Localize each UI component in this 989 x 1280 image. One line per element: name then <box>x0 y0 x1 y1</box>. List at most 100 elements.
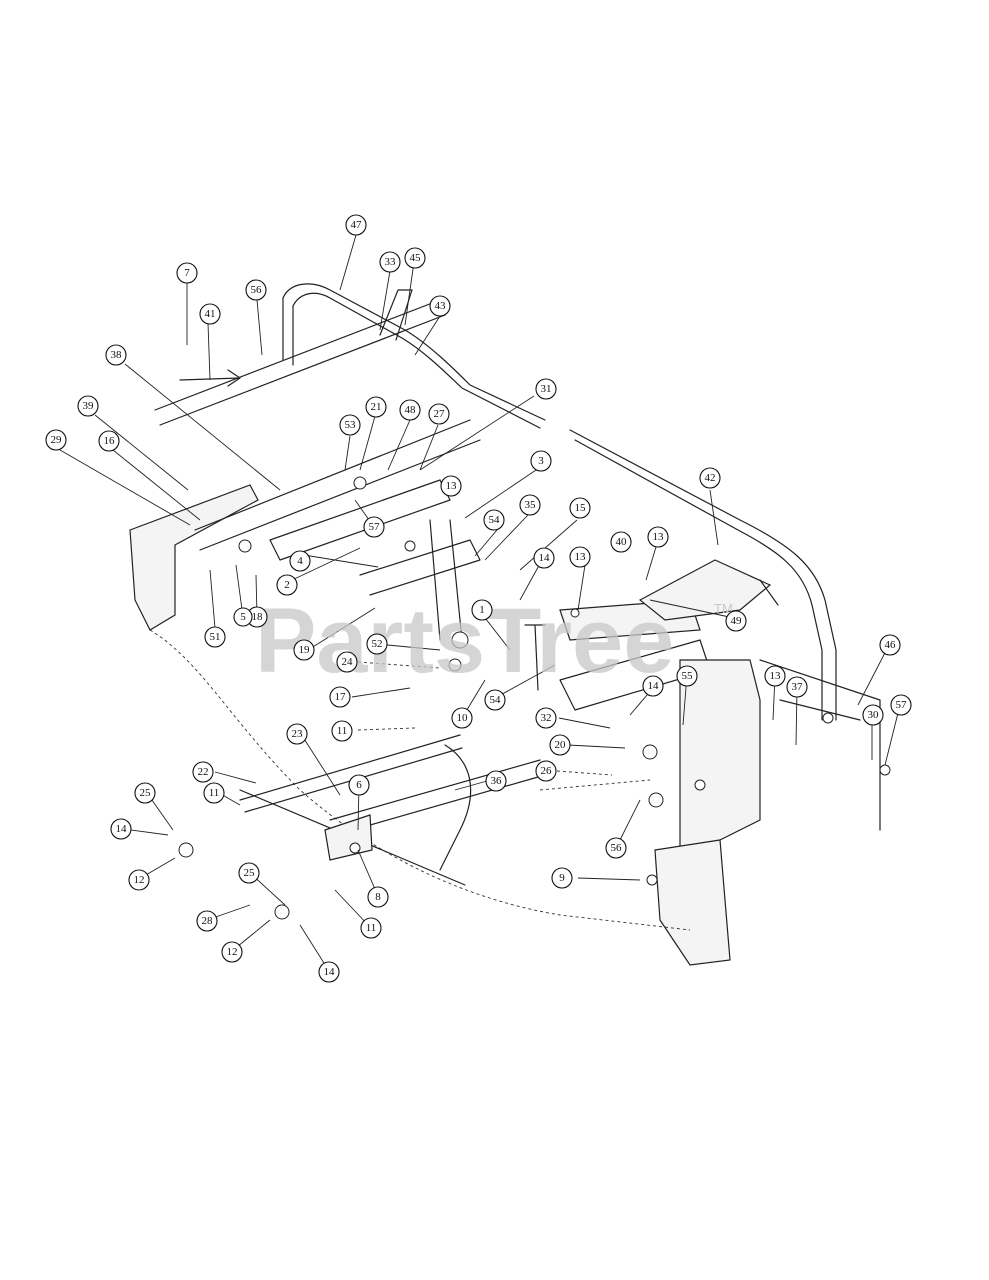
callout[interactable]: 17 <box>329 686 351 708</box>
callout[interactable]: 31 <box>535 378 557 400</box>
callout-label: 22 <box>198 766 209 778</box>
callout[interactable]: 26 <box>535 760 557 782</box>
callout[interactable]: 4 <box>289 550 311 572</box>
callout-label: 14 <box>324 966 336 978</box>
callout[interactable]: 43 <box>429 295 451 317</box>
callout[interactable]: 39 <box>77 395 99 417</box>
callout-label: 19 <box>299 644 311 656</box>
callout-label: 25 <box>244 867 256 879</box>
callout[interactable]: 33 <box>379 251 401 273</box>
callout[interactable]: 51 <box>204 626 226 648</box>
callout-label: 2 <box>284 579 290 591</box>
callout[interactable]: 14 <box>318 961 340 983</box>
callout[interactable]: 49 <box>725 610 747 632</box>
callout[interactable]: 55 <box>676 665 698 687</box>
callout[interactable]: 11 <box>203 782 225 804</box>
callout-label: 54 <box>490 694 502 706</box>
callout[interactable]: 42 <box>699 467 721 489</box>
callout[interactable]: 23 <box>286 723 308 745</box>
callout[interactable]: 21 <box>365 396 387 418</box>
callout[interactable]: 38 <box>105 344 127 366</box>
callout[interactable]: 54 <box>484 689 506 711</box>
callout-group: 47 33 45 7 56 43 41 38 31 39 53 21 48 27… <box>45 214 912 983</box>
callout[interactable]: 9 <box>551 867 573 889</box>
callout-label: 3 <box>538 455 544 467</box>
callout[interactable]: 10 <box>451 707 473 729</box>
callout[interactable]: 14 <box>642 675 664 697</box>
callout-label: 46 <box>885 639 897 651</box>
callout-label: 43 <box>435 300 447 312</box>
callout[interactable]: 6 <box>348 774 370 796</box>
watermark-trademark: TM <box>714 601 733 616</box>
callout-label: 4 <box>297 555 303 567</box>
callout[interactable]: 8 <box>367 886 389 908</box>
callout[interactable]: 47 <box>345 214 367 236</box>
callout-label: 47 <box>351 219 363 231</box>
callout-label: 38 <box>111 349 123 361</box>
callout[interactable]: 3 <box>530 450 552 472</box>
callout[interactable]: 57 <box>890 694 912 716</box>
callout[interactable]: 1 <box>471 599 493 621</box>
callout-label: 7 <box>184 267 190 279</box>
callout-label: 24 <box>342 656 354 668</box>
callout-label: 15 <box>575 502 587 514</box>
callout[interactable]: 7 <box>176 262 198 284</box>
callout[interactable]: 25 <box>238 862 260 884</box>
callout[interactable]: 15 <box>569 497 591 519</box>
callout[interactable]: 16 <box>98 430 120 452</box>
callout-label: 57 <box>896 699 908 711</box>
callout[interactable]: 32 <box>535 707 557 729</box>
callout[interactable]: 20 <box>549 734 571 756</box>
callout-label: 6 <box>356 779 362 791</box>
callout[interactable]: 46 <box>879 634 901 656</box>
callout[interactable]: 5 <box>233 607 253 627</box>
callout[interactable]: 11 <box>331 720 353 742</box>
callout[interactable]: 13 <box>569 546 591 568</box>
callout[interactable]: 12 <box>221 941 243 963</box>
callout[interactable]: 25 <box>134 782 156 804</box>
callout[interactable]: 2 <box>276 574 298 596</box>
callout[interactable]: 30 <box>862 704 884 726</box>
callout[interactable]: 29 <box>45 429 67 451</box>
callout[interactable]: 57 <box>363 516 385 538</box>
callout[interactable]: 36 <box>485 770 507 792</box>
callout[interactable]: 40 <box>610 531 632 553</box>
callout[interactable]: 13 <box>647 526 669 548</box>
callout[interactable]: 54 <box>483 509 505 531</box>
callout-label: 17 <box>335 691 347 703</box>
callout[interactable]: 37 <box>786 676 808 698</box>
callout[interactable]: 24 <box>336 651 358 673</box>
callout-label: 37 <box>792 681 804 693</box>
callout[interactable]: 56 <box>605 837 627 859</box>
callout[interactable]: 27 <box>428 403 450 425</box>
callout[interactable]: 13 <box>440 475 462 497</box>
callout-label: 26 <box>541 765 553 777</box>
callout[interactable]: 45 <box>404 247 426 269</box>
callout[interactable]: 41 <box>199 303 221 325</box>
callout[interactable]: 52 <box>366 633 388 655</box>
callout[interactable]: 53 <box>339 414 361 436</box>
callout[interactable]: 22 <box>192 761 214 783</box>
callout[interactable]: 12 <box>128 869 150 891</box>
callout[interactable]: 48 <box>399 399 421 421</box>
callout[interactable]: 11 <box>360 917 382 939</box>
callout[interactable]: 19 <box>293 639 315 661</box>
callout-label: 45 <box>410 252 422 264</box>
callout[interactable]: 28 <box>196 910 218 932</box>
callout[interactable]: 13 <box>764 665 786 687</box>
callout-label: 33 <box>385 256 397 268</box>
callout[interactable]: 14 <box>110 818 132 840</box>
callout[interactable]: 35 <box>519 494 541 516</box>
callout-label: 31 <box>541 383 552 395</box>
callout[interactable]: 14 <box>533 547 555 569</box>
callout-label: 39 <box>83 400 95 412</box>
callout-label: 12 <box>227 946 238 958</box>
callout-label: 13 <box>770 670 782 682</box>
callout-label: 48 <box>405 404 417 416</box>
callout-label: 56 <box>611 842 623 854</box>
callout-label: 32 <box>541 712 552 724</box>
callout-label: 10 <box>457 712 469 724</box>
callout-label: 21 <box>371 401 382 413</box>
callout[interactable]: 56 <box>245 279 267 301</box>
